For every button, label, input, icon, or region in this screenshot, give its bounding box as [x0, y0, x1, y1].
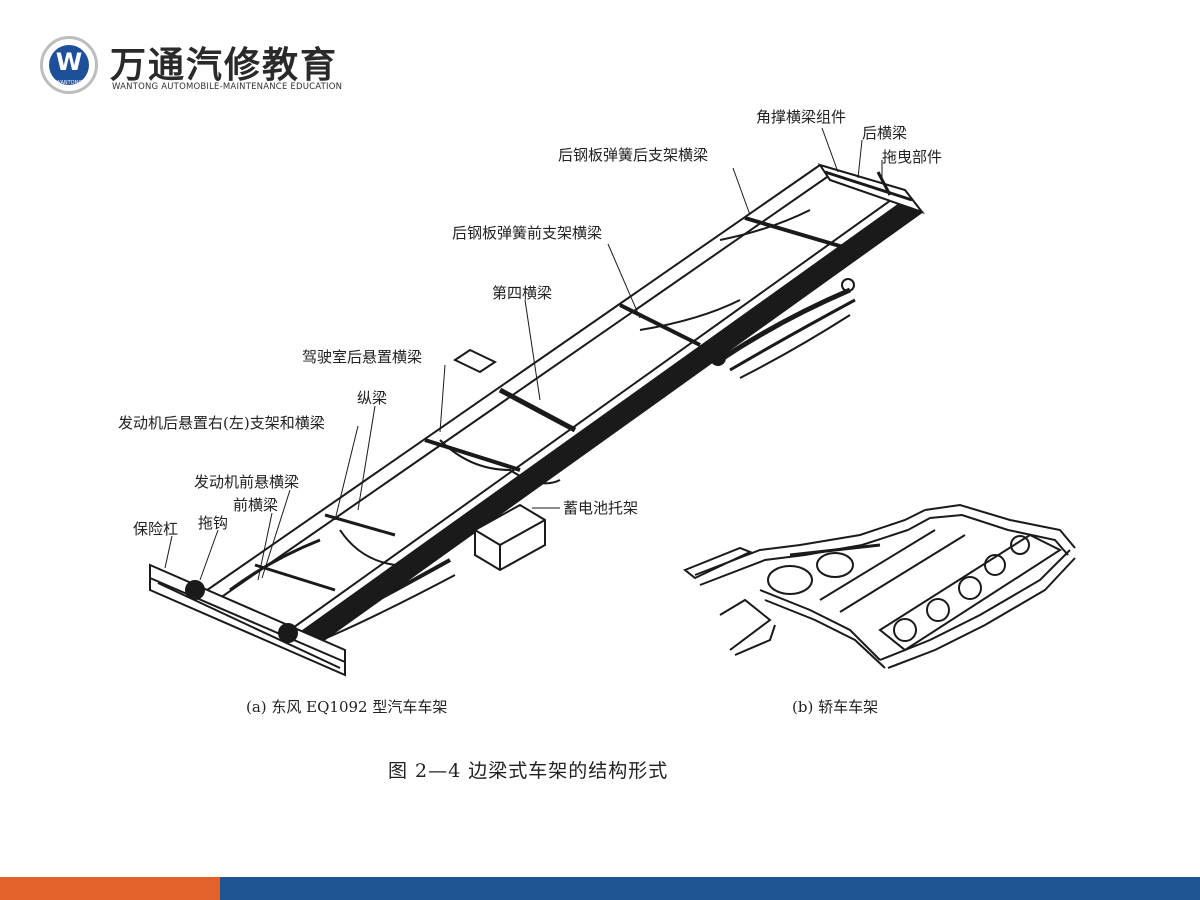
figure-title: 图 2—4 边梁式车架的结构形式: [388, 760, 669, 782]
logo-mark-icon: W WANTONG: [40, 36, 98, 94]
brand-logo: W WANTONG 万通汽修教育 WANTONG AUTOMOBILE-MAIN…: [40, 36, 370, 98]
label-rear-spring-rear-bracket: 后钢板弹簧后支架横梁: [558, 146, 709, 164]
label-rear-crossbeam: 后横梁: [862, 124, 908, 142]
label-fourth-crossbeam: 第四横梁: [492, 284, 553, 302]
logo-name-cn: 万通汽修教育: [110, 45, 339, 86]
label-cab-rear-mount: 驾驶室后悬置横梁: [302, 348, 423, 366]
label-towing: 拖曳部件: [882, 148, 943, 166]
label-rear-spring-front-bracket: 后钢板弹簧前支架横梁: [452, 224, 603, 242]
caption-a: (a) 东风 EQ1092 型汽车车架: [246, 698, 448, 716]
car-frame-drawing: [683, 503, 1076, 669]
label-engine-rear-mount: 发动机后悬置右(左)支架和横梁: [118, 414, 325, 432]
label-longitudinal-beam: 纵梁: [357, 389, 388, 407]
logo-name-en: WANTONG AUTOMOBILE-MAINTENANCE EDUCATION: [112, 82, 343, 92]
label-tow-hook: 拖钩: [198, 514, 229, 532]
logo-mark-small: WANTONG: [55, 80, 83, 86]
footer-bar-blue: [220, 877, 1200, 900]
footer-bar-orange: [0, 877, 220, 900]
truck-frame-drawing: [149, 127, 925, 677]
logo-mark-letter: W: [55, 48, 83, 76]
label-engine-front-mount: 发动机前悬横梁: [194, 473, 300, 491]
label-corner-brace: 角撑横梁组件: [756, 108, 847, 126]
caption-b: (b) 轿车车架: [792, 698, 879, 716]
label-front-crossbeam: 前横梁: [233, 496, 279, 514]
label-bumper: 保险杠: [133, 520, 179, 538]
label-battery-bracket: 蓄电池托架: [563, 499, 639, 517]
